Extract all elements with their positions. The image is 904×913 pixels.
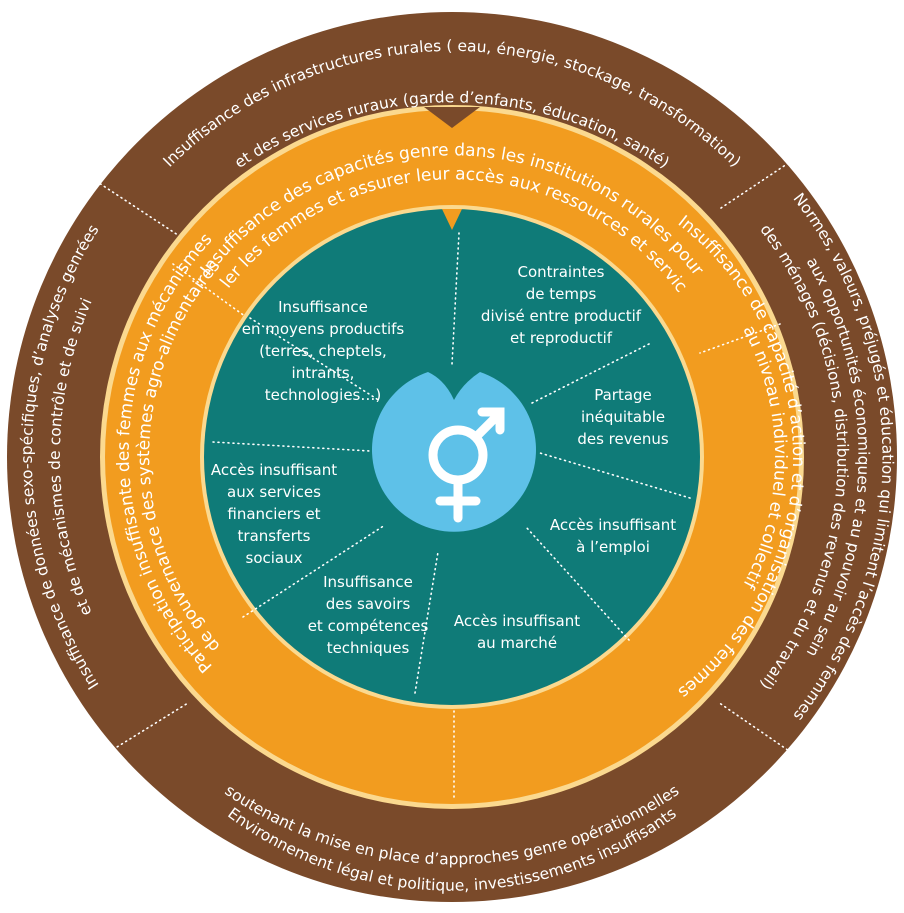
inner-label-line: Insuffisance <box>278 298 368 316</box>
inner-label-line: et compétences <box>308 617 429 635</box>
inner-label-line: (terres, cheptels, <box>259 342 387 360</box>
inner-label-line: Partage <box>594 386 652 404</box>
inner-label-line: Insuffisance <box>323 573 413 591</box>
inner-label-line: en moyens productifs <box>242 320 405 338</box>
inner-label-market: Accès insuffisant au marché <box>454 612 580 652</box>
inner-label-line: financiers et <box>227 505 320 523</box>
inner-label-line: Accès insuffisant <box>454 612 580 630</box>
inner-dividers <box>212 232 691 694</box>
inner-label-employment: Accès insuffisant à l’emploi <box>550 516 676 556</box>
inner-label-line: divisé entre productif <box>481 307 642 325</box>
inner-notch <box>442 209 462 230</box>
inner-label-line: Accès insuffisant <box>211 461 337 479</box>
inner-label-line: aux services <box>227 483 321 501</box>
inner-label-line: des revenus <box>577 430 669 448</box>
inner-label-line: intrants, <box>292 364 355 382</box>
inner-label-income-sharing: Partage inéquitable des revenus <box>577 386 669 448</box>
inner-label-line: à l’emploi <box>576 538 650 556</box>
top-notch <box>424 107 480 128</box>
inner-label-line: technologies…) <box>265 386 381 404</box>
inner-label-line: et reproductif <box>510 329 613 347</box>
inner-label-line: Accès insuffisant <box>550 516 676 534</box>
inner-label-productive-means: Insuffisance en moyens productifs (terres,… <box>242 298 405 404</box>
inner-label-line: transferts <box>238 527 311 545</box>
inner-label-line: inéquitable <box>581 408 665 426</box>
inner-label-line: sociaux <box>246 549 303 567</box>
inner-label-line: au marché <box>477 634 557 652</box>
inner-label-line: techniques <box>327 639 410 657</box>
inner-label-line: de temps <box>526 285 597 303</box>
inner-label-financial: Accès insuffisant aux services financiers … <box>211 461 337 567</box>
center-badge <box>371 372 536 532</box>
inner-label-line: des savoirs <box>326 595 411 613</box>
gender-symbol-icon <box>428 407 505 523</box>
inner-label-time-constraints: Contraintes de temps divisé entre producti… <box>481 263 642 347</box>
inner-label-line: Contraintes <box>518 263 605 281</box>
outer-ring-dividers <box>95 151 809 765</box>
inner-circle-texts: Insuffisance en moyens productifs (terres,… <box>211 263 676 657</box>
middle-ring-dividers <box>172 263 781 798</box>
inner-label-skills: Insuffisance des savoirs et compétences tec… <box>308 573 429 657</box>
